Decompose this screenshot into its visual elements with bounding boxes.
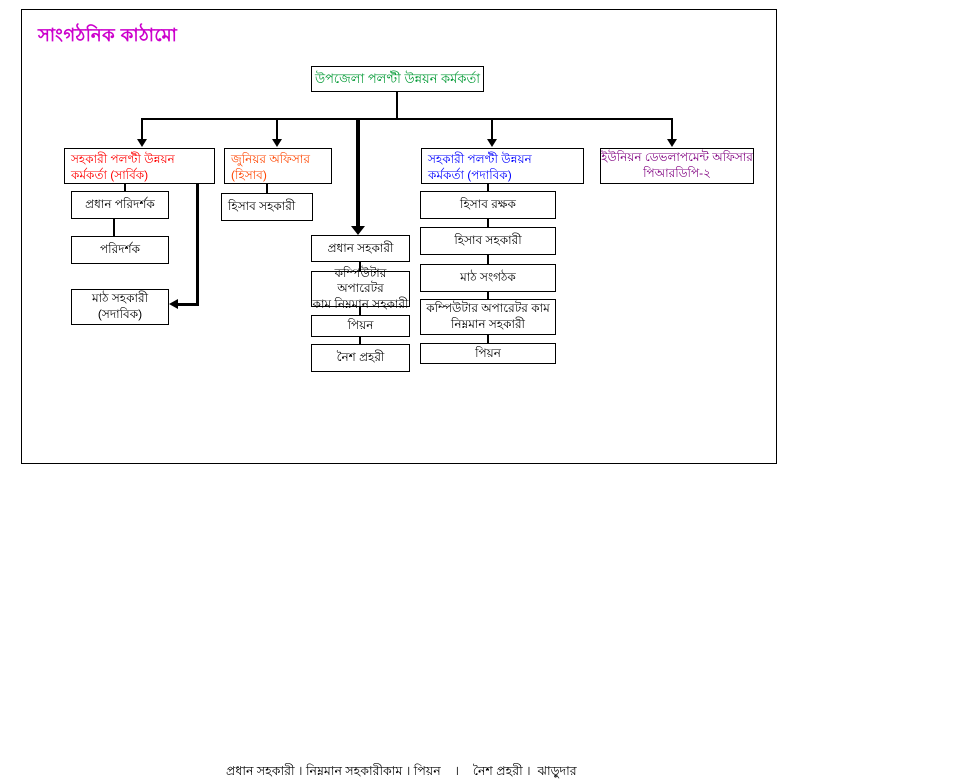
arrow-down-sarbik-icon [137,139,147,147]
node-asst-rd-officer-sarbik: সহকারী পলণ্টী উন্নয়ন কর্মকর্তা (সার্বিক… [64,148,215,184]
footer-note: প্রধান সহকারী । নিম্নমান সহকারীকাম । পিয… [226,764,577,778]
arrow-down-union-icon [667,139,677,147]
node-label: হিসাব রক্ষক [460,197,516,212]
connector-accountant-to-accasst [487,219,489,227]
node-label: প্রধান পরিদর্শক [85,197,155,212]
connector-organizer-to-compop [487,292,489,299]
arrow-down-junior-icon [272,139,282,147]
node-label-line1: ইউনিয়ন ডেভলাপমেন্ট অফিসার [601,150,753,165]
node-label-line1: মাঠ সহকারী [91,291,149,306]
node-label-line1: কম্পিউটার অপারেটর কাম [426,301,550,316]
connector-spine [141,118,673,120]
node-computer-operator-padabik: কম্পিউটার অপারেটর কাম নিম্নমান সহকারী [420,299,556,335]
connector-chief-to-inspector [113,219,115,236]
node-label-line2: কাম নিম্নমান সহকারী [312,296,409,311]
node-label-line2: কর্মকর্তা (পদাবিক) [428,167,512,182]
connector-accasst-to-organizer [487,255,489,264]
arrow-left-field-assistant-icon [169,299,178,309]
connector-drop-sarbik [141,118,143,140]
connector-drop-middle-thick [356,118,360,228]
connector-drop-padabik [491,118,493,140]
node-field-organizer: মাঠ সংগঠক [420,264,556,292]
node-label-line1: কম্পিউটার অপারেটর [334,265,387,296]
arrow-down-padabik-icon [487,139,497,147]
node-label: পরিদর্শক [100,242,140,257]
node-inspector: পরিদর্শক [71,236,169,264]
node-peon-mid: পিয়ন [311,315,410,337]
node-label: হিসাব সহকারী [228,199,296,214]
node-label-line2: (সদাবিক) [97,307,143,321]
node-label: জুনিয়র অফিসার (হিসাব) [231,152,310,182]
node-junior-officer-accounts: জুনিয়র অফিসার (হিসাব) [224,148,332,184]
arrow-down-middle-icon [351,226,365,235]
connector-root-stub [396,92,398,119]
node-label-line2: কর্মকর্তা (সার্বিক) [71,167,149,182]
connector-sarbik-elbow-vertical [196,184,199,306]
node-night-guard: নৈশ প্রহরী [311,344,410,372]
node-accounts-assistant-padabik: হিসাব সহকারী [420,227,556,255]
connector-padabik-to-accountant [487,184,489,191]
org-chart-frame: সাংগঠনিক কাঠামো উপজেলা পলণ্টী উন্নয়ন কর… [21,9,777,464]
connector-drop-junior [276,118,278,140]
node-upazila-rd-officer: উপজেলা পলণ্টী উন্নয়ন কর্মকর্তা [311,66,484,92]
connector-peon-to-nightguard [359,337,361,344]
node-label: মাঠ সংগঠক [460,270,516,285]
node-field-assistant: মাঠ সহকারী (সদাবিক) [71,289,169,325]
node-label: পিয়ন [475,345,501,360]
node-accounts-assistant-junior: হিসাব সহকারী [221,193,313,221]
node-label: প্রধান সহকারী [327,240,394,255]
node-label: নৈশ প্রহরী [336,350,385,365]
node-head-assistant: প্রধান সহকারী [311,235,410,262]
node-label: উপজেলা পলণ্টী উন্নয়ন কর্মকর্তা [314,70,480,86]
node-label: পিয়ন [347,318,374,333]
node-label-line1: সহকারী পলণ্টী উন্নয়ন [71,152,175,166]
connector-compop-to-peon [359,307,361,315]
node-chief-inspector: প্রধান পরিদর্শক [71,191,169,219]
connector-sarbik-elbow-horizontal [177,303,199,306]
node-label-line1: সহকারী পলণ্টী উন্নয়ন [428,152,532,166]
connector-junior-to-acc-assistant [266,184,268,193]
connector-sarbik-to-chief [124,184,126,191]
node-computer-operator-mid: কম্পিউটার অপারেটর কাম নিম্নমান সহকারী [311,266,410,311]
node-union-development-officer: ইউনিয়ন ডেভলাপমেন্ট অফিসার পিআরডিপি-২ [600,148,754,184]
node-label-line2: নিম্নমান সহকারী [450,317,525,331]
page-title: সাংগঠনিক কাঠামো [38,25,178,45]
node-accountant: হিসাব রক্ষক [420,191,556,219]
connector-compop-to-peon-right [487,335,489,343]
node-label: হিসাব সহকারী [454,233,522,248]
connector-drop-union [671,118,673,140]
node-label-line2: পিআরডিপি-২ [643,166,711,180]
connector-head-to-compop [359,262,361,271]
node-peon-padabik: পিয়ন [420,343,556,364]
node-asst-rd-officer-padabik: সহকারী পলণ্টী উন্নয়ন কর্মকর্তা (পদাবিক) [421,148,584,184]
